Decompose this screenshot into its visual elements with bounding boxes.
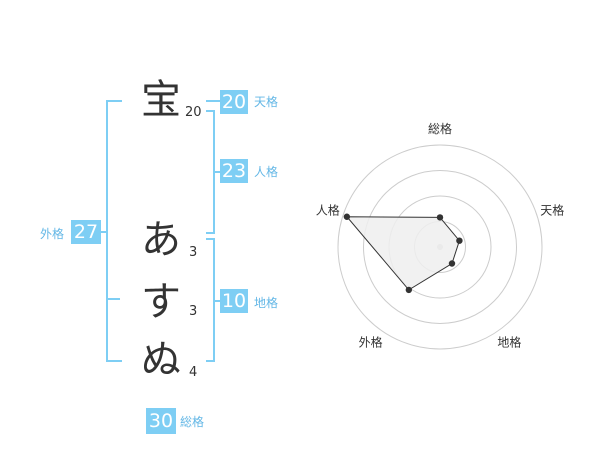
name-char-4: ぬ — [141, 337, 181, 383]
gaikaku-badge: 27 — [71, 220, 101, 244]
gaikaku-bracket-mid-tick — [106, 298, 120, 300]
stroke-count-3: 3 — [189, 304, 198, 319]
name-char-2: あ — [141, 217, 181, 263]
radar-axis-label: 外格 — [359, 334, 383, 349]
name-char-1: 宝 — [141, 77, 181, 123]
soukaku-label: 総格 — [180, 415, 205, 429]
radar-point — [436, 214, 444, 221]
radar-axis-label: 総格 — [428, 121, 452, 136]
chikaku-label: 地格 — [254, 296, 279, 310]
jinkaku-label: 人格 — [254, 165, 279, 179]
radar-ring — [337, 144, 543, 350]
radar-axis-label: 人格 — [316, 203, 340, 218]
tenkaku-label: 天格 — [254, 95, 279, 109]
gaikaku-label: 外格 — [40, 227, 65, 241]
stroke-count-2: 3 — [189, 245, 198, 260]
radar-axis-label: 地格 — [497, 334, 521, 349]
radar-point — [343, 213, 351, 220]
stroke-count-1: 20 — [185, 105, 202, 120]
radar-points — [343, 213, 463, 294]
soukaku-badge: 30 — [146, 408, 176, 434]
stroke-count-4: 4 — [189, 365, 198, 380]
chikaku-badge: 10 — [220, 289, 248, 313]
radar-point — [405, 286, 413, 294]
jinkaku-bracket-connector — [214, 171, 220, 173]
radar-axis-label: 天格 — [540, 203, 564, 218]
tenkaku-badge: 20 — [220, 90, 248, 114]
radar-polygon — [345, 216, 460, 291]
gaikaku-bracket — [106, 100, 122, 362]
radar-point — [448, 260, 456, 267]
name-char-3: す — [141, 279, 181, 325]
radar-ring — [363, 170, 517, 324]
gaikaku-bracket-connector — [101, 231, 107, 233]
tenkaku-bracket — [206, 100, 220, 102]
jinkaku-badge: 23 — [220, 159, 248, 183]
radar-point — [456, 237, 463, 244]
chikaku-bracket-connector — [214, 300, 220, 302]
